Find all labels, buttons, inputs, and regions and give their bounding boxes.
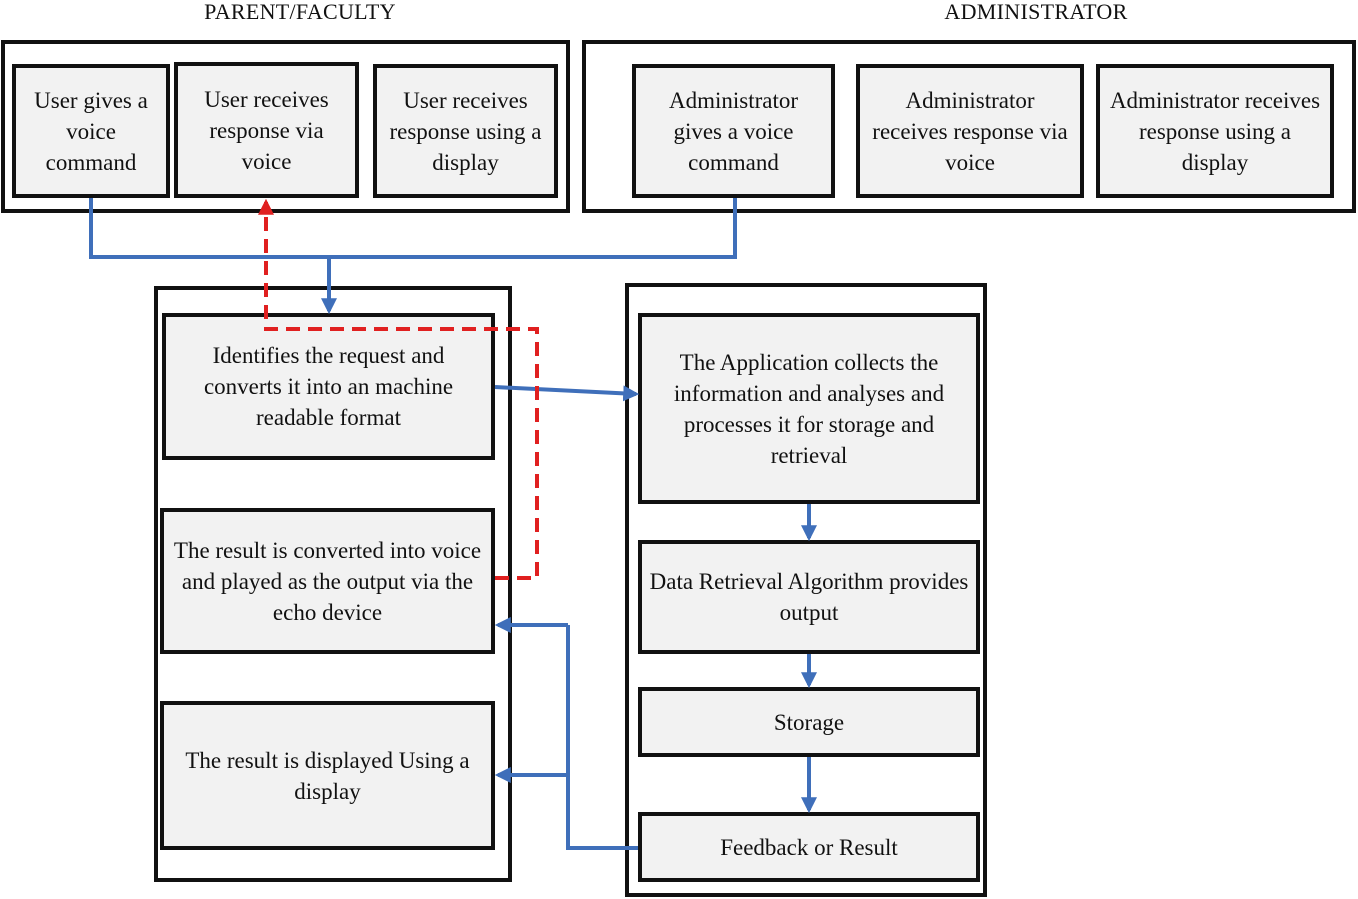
display-output-box: The result is displayed Using a display <box>160 701 495 850</box>
admin-voice-response-text: Administrator receives response via voic… <box>872 87 1068 175</box>
user-command-line <box>89 198 329 259</box>
data-retrieval-text: Data Retrieval Algorithm provides output <box>649 569 969 625</box>
user-voice-command-text: User gives a voice command <box>34 87 148 175</box>
identify-request-box: Identifies the request and converts it i… <box>162 313 495 460</box>
user-voice-command-box: User gives a voice command <box>12 64 170 198</box>
user-voice-response-text: User receives response via voice <box>204 86 329 174</box>
parent-faculty-heading: PARENT/FACULTY <box>204 0 396 24</box>
identify-request-text: Identifies the request and converts it i… <box>203 343 454 430</box>
admin-voice-command-text: Administrator gives a voice command <box>668 87 799 175</box>
user-display-response-text: User receives response using a display <box>389 87 542 175</box>
user-display-response-box: User receives response using a display <box>373 64 558 198</box>
identify-to-application-arrow <box>494 385 640 402</box>
admin-voice-command-box: Administrator gives a voice command <box>632 64 835 198</box>
administrator-heading: ADMINISTRATOR <box>944 0 1128 24</box>
storage-box: Storage <box>638 687 980 757</box>
admin-display-response-box: Administrator receives response using a … <box>1096 64 1334 198</box>
admin-command-line <box>329 198 737 259</box>
admin-voice-response-box: Administrator receives response via voic… <box>856 64 1084 198</box>
collect-analyse-text: The Application collects the information… <box>673 349 945 468</box>
user-voice-response-box: User receives response via voice <box>174 62 359 198</box>
feedback-return-line <box>566 625 638 850</box>
collect-analyse-box: The Application collects the information… <box>638 313 980 504</box>
admin-display-response-text: Administrator receives response using a … <box>1109 87 1321 175</box>
voice-output-box: The result is converted into voice and p… <box>160 508 495 654</box>
data-retrieval-box: Data Retrieval Algorithm provides output <box>638 540 980 654</box>
storage-text: Storage <box>773 709 845 735</box>
voice-output-text: The result is converted into voice and p… <box>173 537 482 625</box>
display-output-text: The result is displayed Using a display <box>185 747 470 804</box>
feedback-box: Feedback or Result <box>638 812 980 882</box>
voice-response-dashed-line <box>258 198 539 580</box>
feedback-text: Feedback or Result <box>720 834 898 860</box>
